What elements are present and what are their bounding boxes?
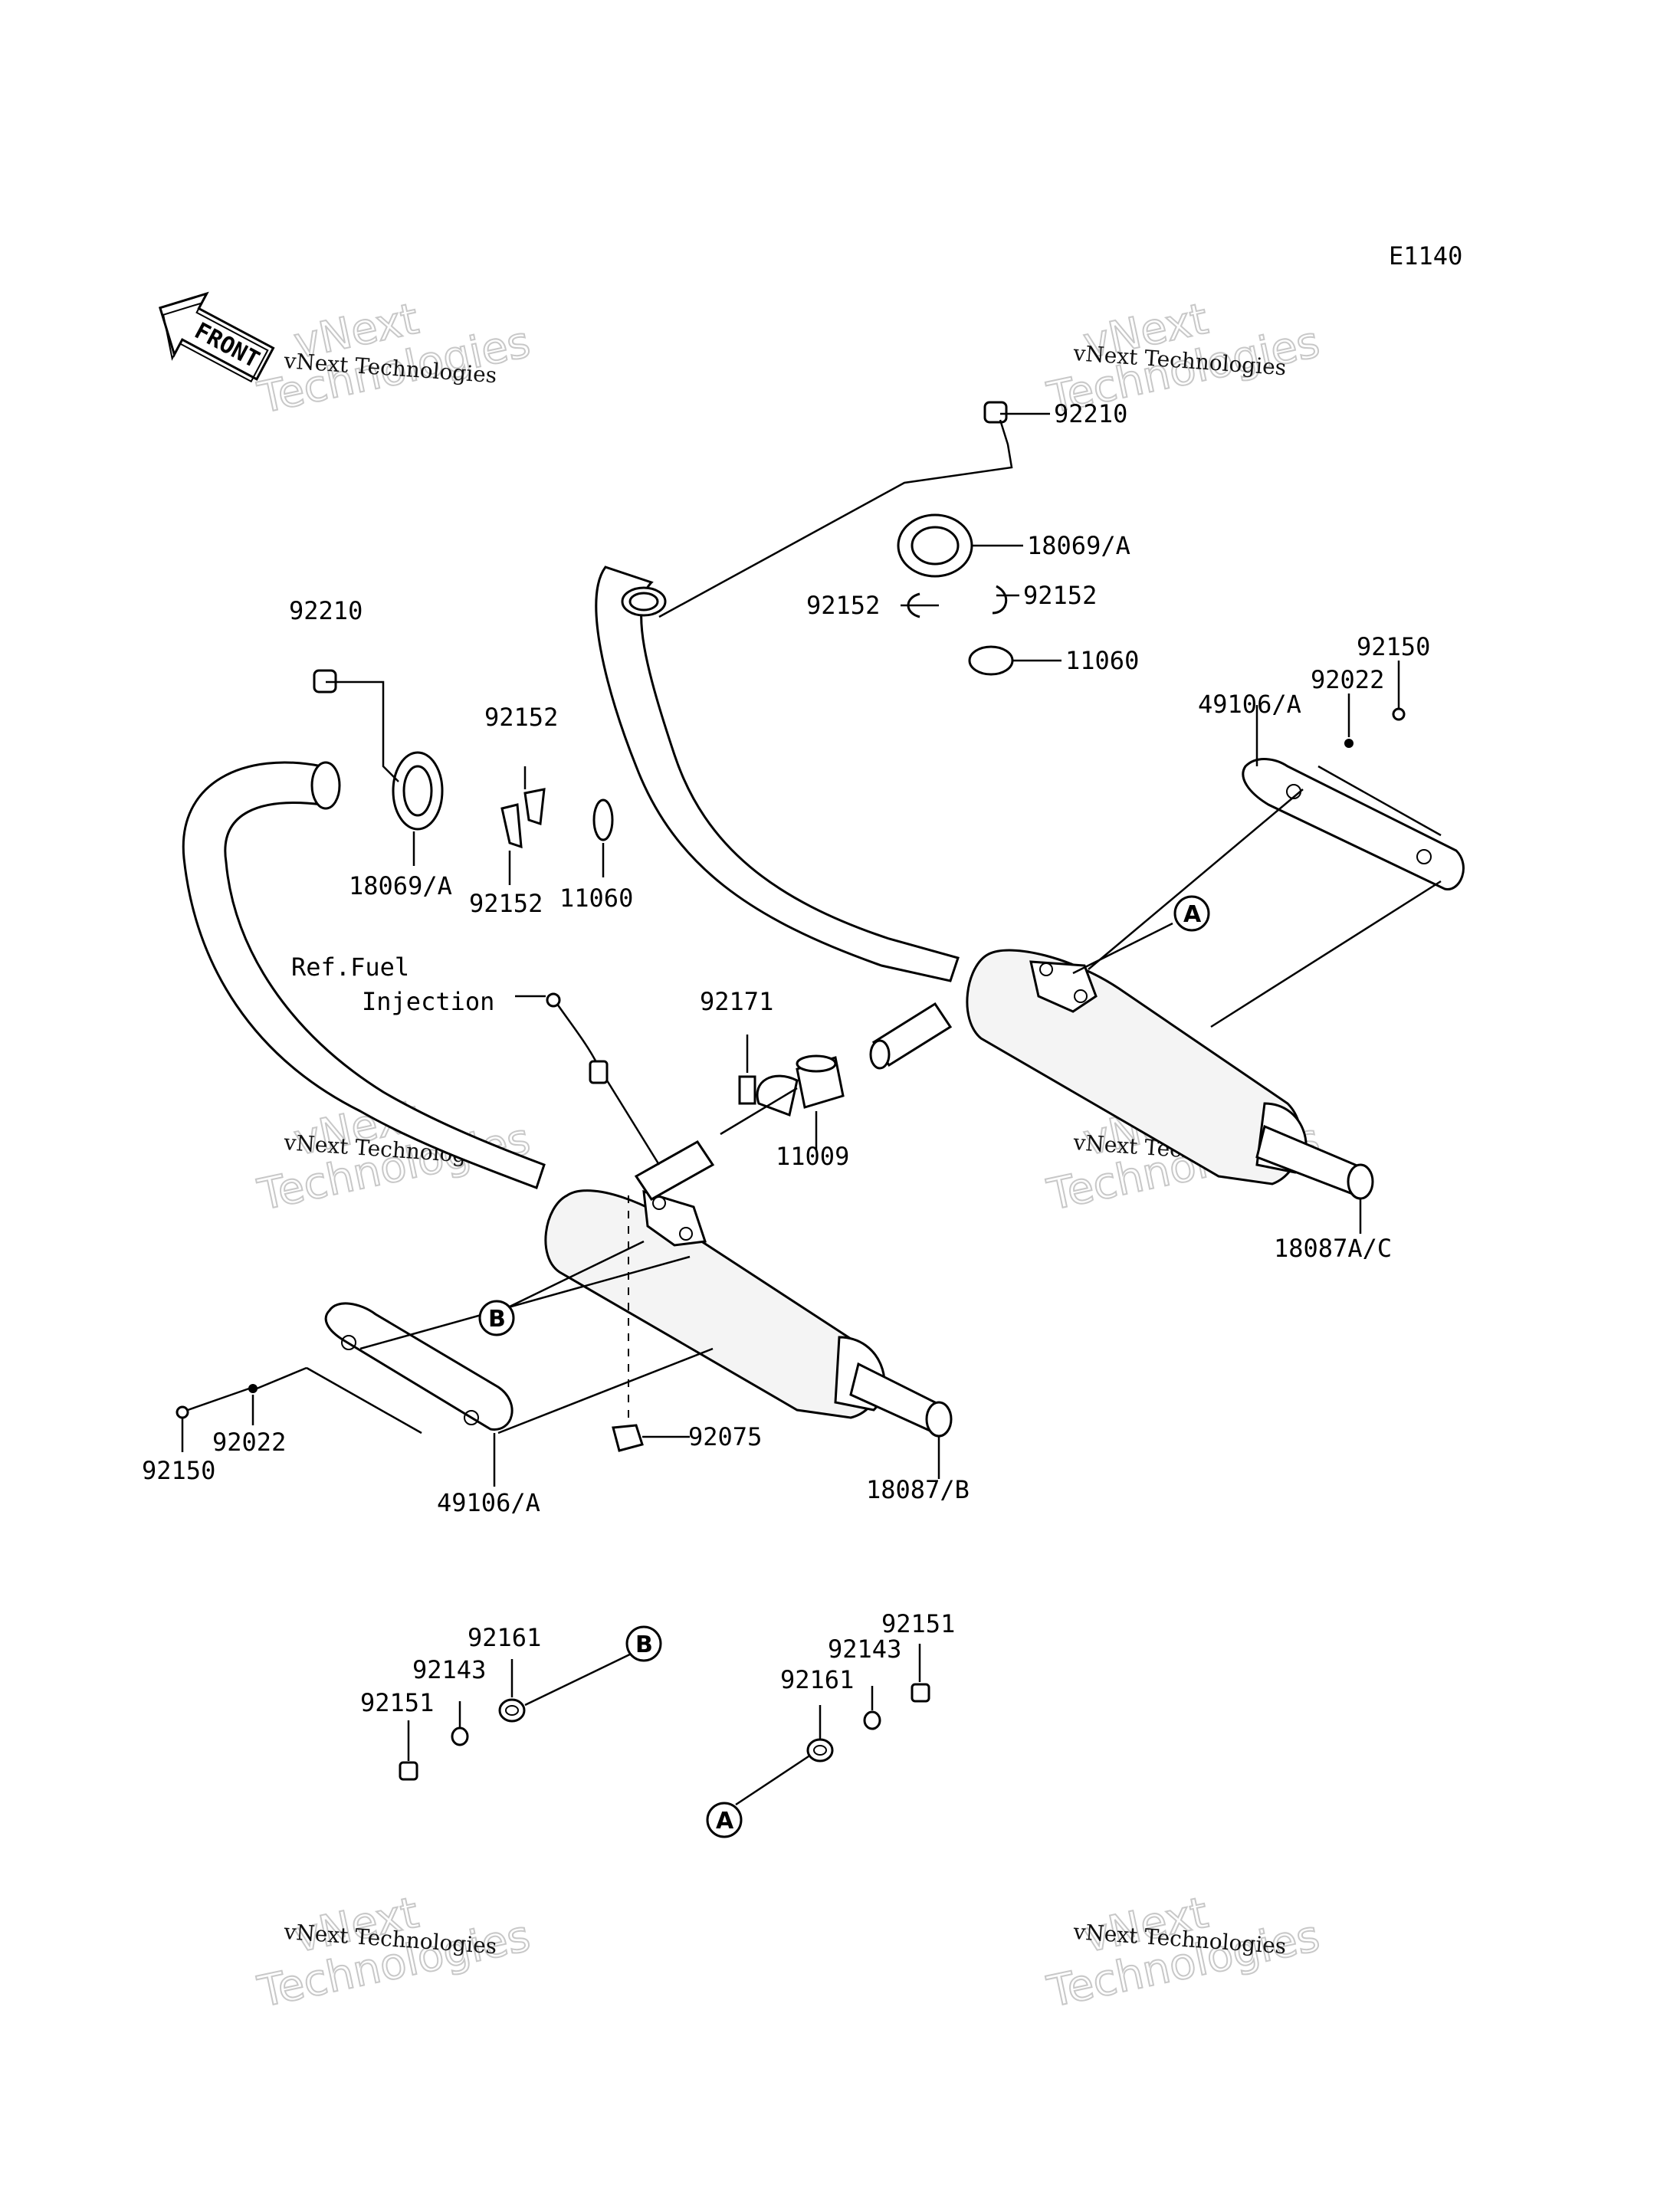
part-label-92151-b: 92151 — [360, 1688, 434, 1717]
grommet-92075-icon — [612, 1424, 644, 1452]
collar-92161-a-icon — [806, 1738, 834, 1763]
callout-b-bottom-label: B — [635, 1631, 653, 1658]
callout-a-upper-label: A — [1183, 901, 1202, 928]
part-label-92152-left-a: 92152 — [484, 703, 558, 732]
leader-lines — [181, 412, 1442, 1806]
washer-92022-left-icon — [248, 1384, 258, 1393]
right-muffler-assembly — [595, 566, 1374, 1200]
part-label-92210-left: 92210 — [289, 596, 363, 625]
part-labels: 92210 18069/A 92152 92152 11060 92150 92… — [142, 399, 1430, 1717]
callout-b-lower-label: B — [488, 1306, 506, 1333]
part-label-11009: 11009 — [776, 1142, 849, 1171]
bolt-92151-a-icon — [911, 1683, 930, 1703]
gasket-18069-right-icon — [897, 513, 973, 578]
part-label-49106a-right: 49106/A — [1198, 690, 1301, 719]
callout-b-lower: B — [478, 1300, 515, 1336]
heat-shield-49106-right-icon — [1242, 758, 1465, 890]
ring-11060-left-icon — [592, 798, 614, 841]
ref-note-line1: Ref.Fuel — [291, 953, 409, 982]
part-label-92022-left: 92022 — [212, 1428, 286, 1457]
part-label-92171: 92171 — [700, 987, 773, 1016]
ref-fuel-injection-note: Ref.Fuel Injection — [291, 953, 494, 1016]
collar-92161-b-icon — [498, 1698, 526, 1723]
part-label-92152-left-b: 92152 — [469, 889, 543, 918]
part-label-18069a-right: 18069/A — [1027, 531, 1130, 560]
washer-92022-right-icon — [1344, 739, 1354, 748]
callout-b-bottom: B — [625, 1625, 662, 1662]
part-label-18087ac: 18087A/C — [1274, 1234, 1392, 1263]
left-muffler-assembly — [182, 761, 953, 1438]
part-label-18087b: 18087/B — [866, 1475, 970, 1504]
part-label-92075: 92075 — [688, 1422, 762, 1451]
bolt-92150-right-icon — [1392, 707, 1406, 721]
callout-a-upper: A — [1173, 895, 1210, 932]
washer-92143-b-icon — [451, 1726, 469, 1746]
gasket-18069-left-icon — [392, 751, 444, 831]
part-label-92022-right: 92022 — [1311, 665, 1384, 694]
part-label-92151-a: 92151 — [881, 1609, 955, 1638]
bolt-92151-b-icon — [399, 1761, 418, 1781]
part-label-92150-right: 92150 — [1357, 632, 1430, 661]
part-label-92152-right-a: 92152 — [806, 591, 880, 620]
part-label-49106a-left: 49106/A — [437, 1488, 540, 1517]
part-label-92161-a: 92161 — [780, 1665, 854, 1694]
part-label-92143-a: 92143 — [828, 1635, 901, 1664]
sleeve-11009-icon — [796, 1054, 845, 1109]
part-label-18069a-left: 18069/A — [349, 871, 452, 900]
heat-shield-49106-left-icon — [324, 1302, 514, 1431]
part-label-92210-right: 92210 — [1054, 399, 1127, 428]
washer-92143-a-icon — [863, 1710, 881, 1730]
part-label-11060-left: 11060 — [559, 884, 633, 913]
o2-sensor-icon — [546, 992, 609, 1084]
callout-a-bottom-label: A — [716, 1808, 734, 1835]
callout-a-bottom: A — [706, 1802, 743, 1838]
nut-92210-right-icon — [983, 401, 1008, 424]
clamp-92171-icon — [738, 1074, 799, 1117]
part-label-92143-b: 92143 — [412, 1655, 486, 1684]
bolt-92150-left-icon — [176, 1405, 189, 1419]
ring-92152-left-icon — [500, 788, 546, 849]
ring-11060-right-icon — [968, 645, 1014, 676]
diagram-code: E1140 — [1389, 241, 1462, 271]
ref-note-line2: Injection — [362, 987, 494, 1016]
part-label-92152-right-b: 92152 — [1023, 581, 1097, 610]
part-label-92161-b: 92161 — [468, 1623, 541, 1652]
part-label-92150-left: 92150 — [142, 1456, 215, 1485]
part-label-11060-right: 11060 — [1065, 646, 1139, 675]
ring-92152-right-icon — [907, 585, 1008, 618]
